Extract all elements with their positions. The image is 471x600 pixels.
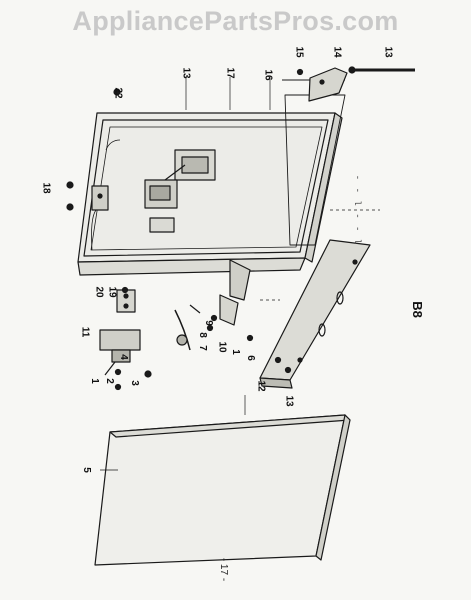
- callout-6: 6: [244, 355, 256, 361]
- callout-1-left: 1: [88, 378, 100, 384]
- callout-3: 3: [128, 380, 140, 386]
- callout-13-bottom: 13: [283, 395, 295, 407]
- callout-8: 8: [196, 332, 208, 338]
- callout-12: 12: [255, 380, 267, 392]
- callout-11: 11: [79, 326, 91, 338]
- callout-20: 19: [106, 286, 118, 298]
- leader-lines: [100, 77, 271, 471]
- callout-5: 5: [80, 467, 92, 473]
- callout-17: 16: [262, 69, 274, 81]
- dash-alignment-label: - - l - - l: [352, 174, 363, 246]
- latch-assembly-11: [99, 329, 141, 376]
- callout-10: 10: [216, 341, 228, 353]
- page-number: - 17 -: [218, 557, 230, 582]
- alignment-dashes: [260, 209, 380, 301]
- inner-door-panel: [77, 112, 343, 276]
- callout-21: 20: [93, 286, 105, 298]
- screws: [66, 68, 304, 391]
- callout-7: 7: [196, 345, 208, 351]
- switch-wire-assembly: [174, 304, 201, 351]
- bracket-20-21: [116, 289, 136, 313]
- callout-22: 22: [112, 87, 124, 99]
- watermark-text: AppliancePartsPros.com: [72, 6, 399, 36]
- callout-9: 9: [202, 320, 214, 326]
- spring-rod-14: [348, 66, 415, 74]
- dispenser-assembly: [144, 149, 216, 233]
- page-code: B8: [409, 301, 425, 318]
- callout-15: 14: [331, 46, 343, 58]
- callout-13-top: 13: [180, 67, 192, 79]
- hinge-arm-upper: [308, 67, 348, 102]
- bottom-trim-strip: [259, 239, 371, 389]
- callout-16: 15: [293, 46, 305, 58]
- callout-4: 4: [117, 354, 129, 360]
- callout-14: 13: [382, 46, 394, 58]
- hinge-arm-lower: [219, 259, 251, 326]
- outer-door-panel: [94, 414, 351, 566]
- callout-1-mid: 1: [229, 349, 241, 355]
- callout-18: 17: [224, 67, 236, 79]
- hinge-bracket-19: [91, 185, 109, 211]
- callout-2: 2: [103, 378, 115, 384]
- callout-19: 18: [40, 182, 52, 194]
